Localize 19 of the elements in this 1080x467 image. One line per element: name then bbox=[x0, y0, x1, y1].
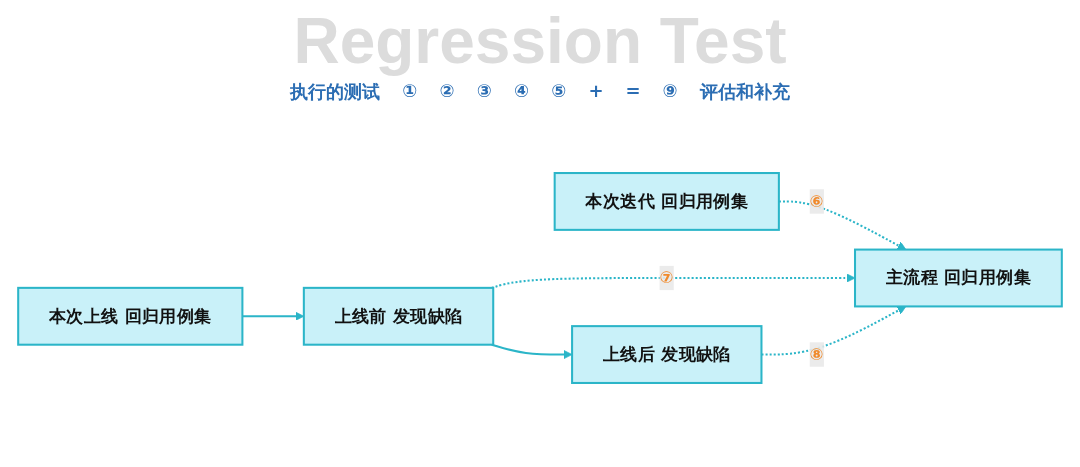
node-box: 上线前 发现缺陷 bbox=[302, 286, 495, 346]
note-text: = bbox=[625, 80, 641, 103]
note-text: ① bbox=[402, 80, 418, 103]
note-text: ③ bbox=[476, 80, 492, 103]
note-text: 评估和补充 bbox=[699, 80, 790, 104]
note-text: ⑨ bbox=[662, 80, 678, 103]
edge-label: ⑦ bbox=[659, 267, 674, 288]
note-text: ④ bbox=[513, 80, 530, 103]
note-text: ② bbox=[439, 80, 455, 103]
node-box: 本次上线 回归用例集 bbox=[17, 286, 244, 346]
node-box: 本次迭代 回归用例集 bbox=[553, 172, 780, 231]
arrow bbox=[491, 343, 573, 360]
node-box: 上线后 发现缺陷 bbox=[571, 325, 763, 384]
edge-label: ⑥ bbox=[809, 191, 824, 211]
node-box: 主流程 回归用例集 bbox=[854, 248, 1063, 308]
edge-label: ⑧ bbox=[809, 344, 824, 364]
note-text: 执行的测试 bbox=[290, 80, 381, 104]
note-text: ⑤ bbox=[551, 80, 567, 103]
note-text: + bbox=[588, 80, 604, 103]
